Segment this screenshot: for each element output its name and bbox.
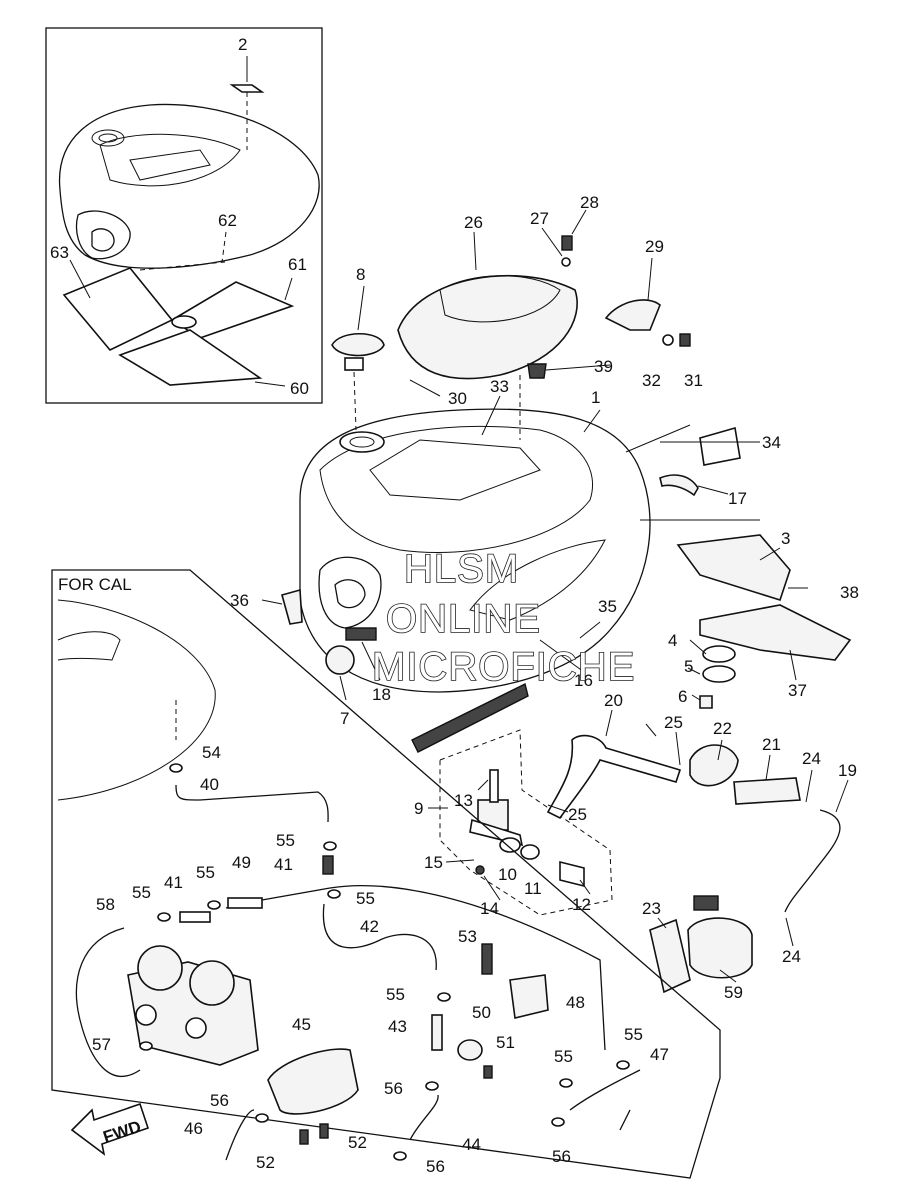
fwd-arrow-icon: FWD — [70, 1102, 150, 1156]
for-cal-label: FOR CAL — [58, 575, 132, 594]
callout-55-g: 55 — [554, 1047, 573, 1066]
callout-43: 43 — [388, 1017, 407, 1036]
callout-55-c: 55 — [196, 863, 215, 882]
callout-34: 34 — [762, 433, 781, 452]
callout-48: 48 — [566, 993, 585, 1012]
callout-7: 7 — [340, 709, 349, 728]
callout-38: 38 — [840, 583, 859, 602]
callout-55-e: 55 — [386, 985, 405, 1004]
callout-9: 9 — [414, 799, 423, 818]
callout-10: 10 — [498, 865, 517, 884]
callout-55-b: 55 — [356, 889, 375, 908]
callout-55-f: 55 — [624, 1025, 643, 1044]
callout-19: 19 — [838, 761, 857, 780]
watermark-line-3: MICROFICHE — [372, 645, 635, 689]
callout-41-b: 41 — [164, 873, 183, 892]
callout-47: 47 — [650, 1045, 669, 1064]
callout-23: 23 — [642, 899, 661, 918]
callout-25-mid: 25 — [568, 805, 587, 824]
callout-8: 8 — [356, 265, 365, 284]
callout-53: 53 — [458, 927, 477, 946]
watermark-line-1: HLSM — [404, 547, 519, 591]
clip-markers — [139, 763, 630, 1161]
callout-13: 13 — [454, 791, 473, 810]
callout-2: 2 — [238, 35, 247, 54]
callout-32: 32 — [642, 371, 661, 390]
callout-36: 36 — [230, 591, 249, 610]
callout-12: 12 — [572, 895, 591, 914]
callout-61: 61 — [288, 255, 307, 274]
callout-57: 57 — [92, 1035, 111, 1054]
callout-40: 40 — [200, 775, 219, 794]
watermark: HLSM ONLINE MICROFICHE — [371, 546, 635, 690]
watermark-line-2: ONLINE — [386, 597, 541, 641]
callout-41-a: 41 — [274, 855, 293, 874]
callout-54: 54 — [202, 743, 221, 762]
callout-44: 44 — [462, 1135, 481, 1154]
callout-39: 39 — [594, 357, 613, 376]
callout-60: 60 — [290, 379, 309, 398]
callout-37: 37 — [788, 681, 807, 700]
callout-56-c: 56 — [426, 1157, 445, 1176]
callout-56-d: 56 — [552, 1147, 571, 1166]
callout-5: 5 — [684, 657, 693, 676]
callout-63: 63 — [50, 243, 69, 262]
callout-16: 16 — [574, 671, 593, 690]
callout-62: 62 — [218, 211, 237, 230]
callout-18: 18 — [372, 685, 391, 704]
callout-59: 59 — [724, 983, 743, 1002]
callout-31: 31 — [684, 371, 703, 390]
callout-15: 15 — [424, 853, 443, 872]
callout-42: 42 — [360, 917, 379, 936]
callout-55-d: 55 — [132, 883, 151, 902]
callout-3: 3 — [781, 529, 790, 548]
callout-29: 29 — [645, 237, 664, 256]
callout-33: 33 — [490, 377, 509, 396]
callout-4: 4 — [668, 631, 677, 650]
callout-1: 1 — [591, 388, 600, 407]
callout-24-bottom: 24 — [782, 947, 801, 966]
callout-17: 17 — [728, 489, 747, 508]
callout-45: 45 — [292, 1015, 311, 1034]
tank-pad-inset: 2 62 63 61 60 — [45, 27, 323, 404]
callout-6: 6 — [678, 687, 687, 706]
callout-52-a: 52 — [348, 1133, 367, 1152]
callout-21: 21 — [762, 735, 781, 754]
callout-56-b: 56 — [210, 1091, 229, 1110]
callout-55-a: 55 — [276, 831, 295, 850]
callout-56-a: 56 — [384, 1079, 403, 1098]
callout-30: 30 — [448, 389, 467, 408]
for-cal-inset: FOR CAL — [51, 569, 721, 1179]
callout-20: 20 — [604, 691, 623, 710]
callout-35: 35 — [598, 597, 617, 616]
callout-11: 11 — [524, 879, 542, 898]
callout-28: 28 — [580, 193, 599, 212]
callout-51: 51 — [496, 1033, 515, 1052]
callout-26: 26 — [464, 213, 483, 232]
callout-58: 58 — [96, 895, 115, 914]
callout-22: 22 — [713, 719, 732, 738]
callout-14: 14 — [480, 899, 499, 918]
callout-52-b: 52 — [256, 1153, 275, 1172]
fuel-cock-and-pump: 9 10 11 12 13 14 15 19 20 21 22 23 24 24… — [414, 691, 857, 1002]
callout-50: 50 — [472, 1003, 491, 1022]
callout-25-top: 25 — [664, 713, 683, 732]
callout-49: 49 — [232, 853, 251, 872]
callout-24-top: 24 — [802, 749, 821, 768]
callout-46: 46 — [184, 1119, 203, 1138]
callout-27: 27 — [530, 209, 549, 228]
fuel-tank-assembly: 1 3 4 5 6 7 8 16 17 18 26 27 28 29 30 31… — [230, 193, 859, 753]
